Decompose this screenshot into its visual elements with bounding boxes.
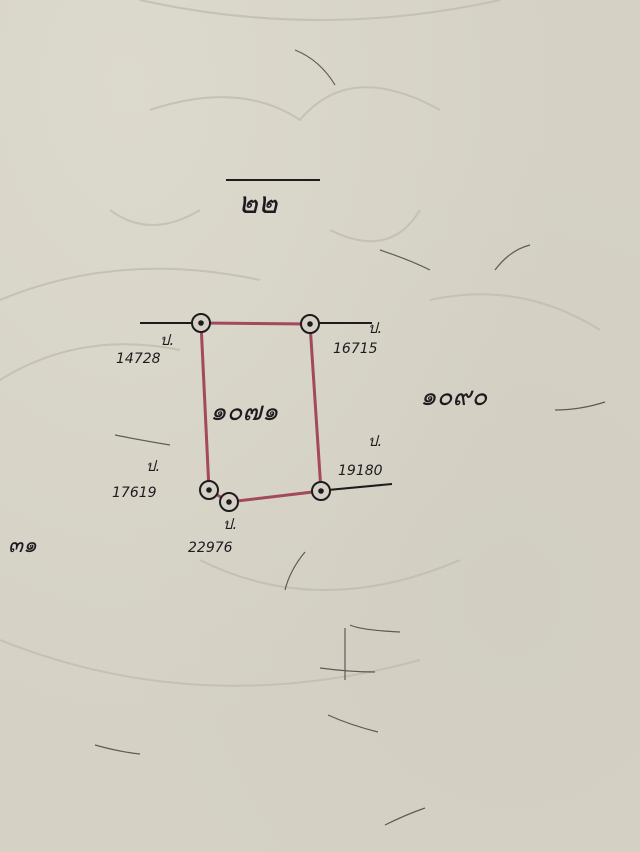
marker-prefix: ป. (223, 515, 237, 533)
corner-marker-icon (219, 492, 239, 512)
marker-prefix: ป. (146, 457, 160, 475)
marker-number: 16715 (333, 341, 378, 357)
boundary-extensions (140, 179, 393, 491)
paper-fibers (94, 49, 606, 826)
corner-marker-icon (311, 481, 331, 501)
corner-marker-icon (300, 314, 320, 334)
corner-marker-icon (191, 313, 211, 333)
left-parcel-number: ๓๑ (8, 533, 37, 558)
top-parcel-number: ๒๒ (238, 186, 278, 221)
paper-texture (0, 0, 601, 687)
parcel-boundary (199, 321, 323, 504)
marker-prefix: ป. (368, 432, 382, 450)
corner-markers (191, 313, 331, 512)
marker-prefix: ป. (368, 319, 382, 337)
center-parcel-number: ๑๐๗๑ (210, 397, 279, 427)
marker-number: 19180 (338, 463, 383, 479)
corner-marker-icon (199, 480, 219, 500)
right-parcel-number: ๑๐๙๐ (420, 382, 488, 412)
marker-number: 17619 (112, 485, 157, 501)
marker-prefix: ป. (160, 331, 174, 349)
marker-number: 22976 (188, 540, 233, 556)
marker-number: 14728 (116, 351, 161, 367)
